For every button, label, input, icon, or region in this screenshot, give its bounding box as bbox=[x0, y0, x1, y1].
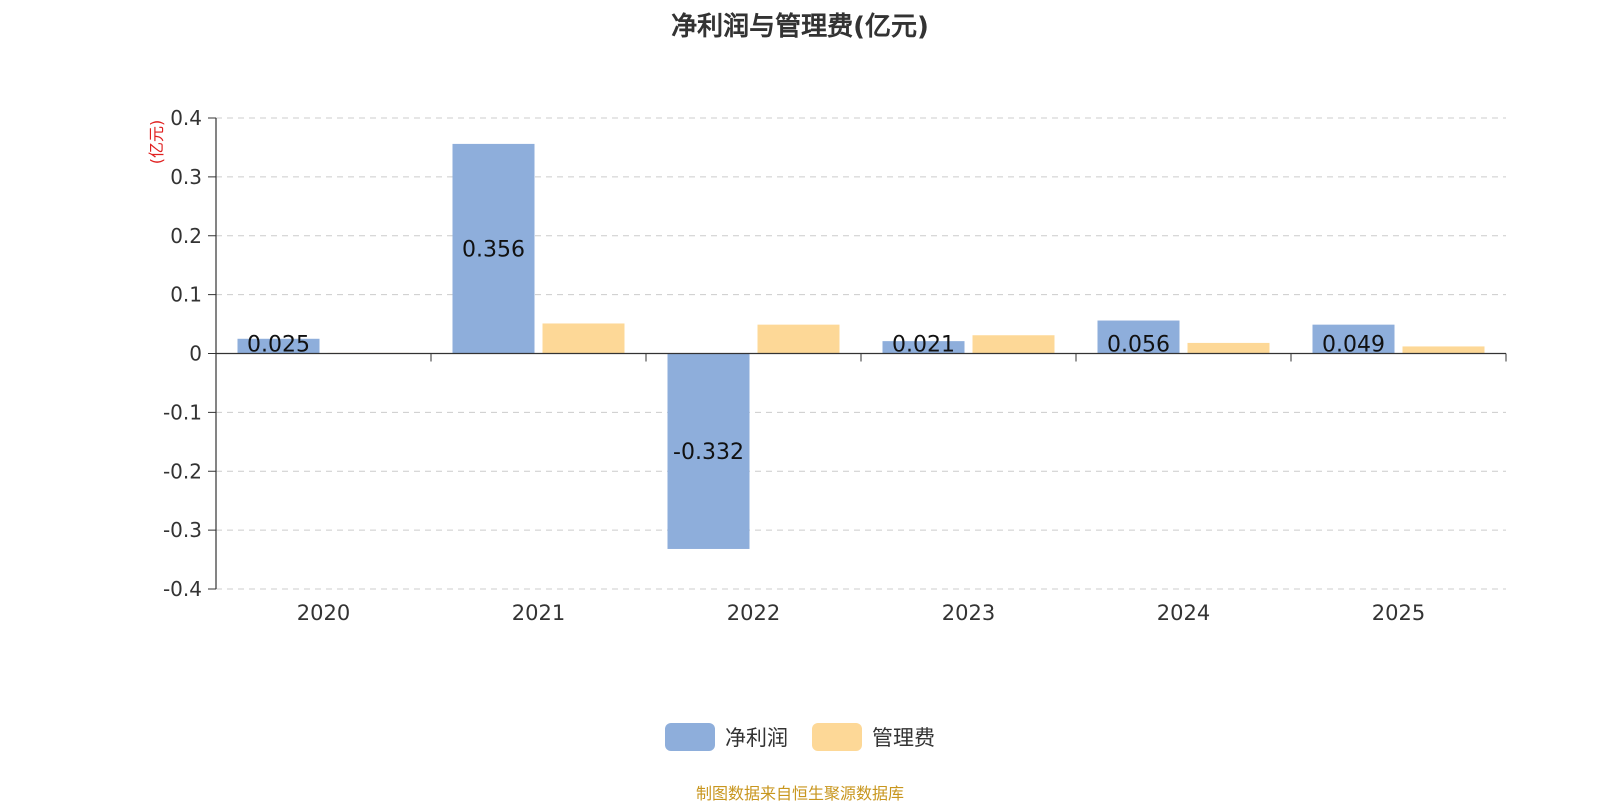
data-label-2022: -0.332 bbox=[673, 440, 744, 465]
y-tick-label: -0.1 bbox=[163, 400, 202, 424]
chart-title: 净利润与管理费(亿元) bbox=[671, 12, 929, 42]
data-labels: 0.025 0.356 -0.332 0.021 0.056 0.049 bbox=[247, 238, 1385, 466]
x-tick-label-2022: 2022 bbox=[727, 601, 780, 625]
y-tick-label: 0.3 bbox=[170, 165, 202, 189]
y-tick-label: -0.4 bbox=[163, 577, 202, 601]
data-label-2020: 0.025 bbox=[247, 333, 310, 358]
bar-admin-fee-2024 bbox=[1187, 342, 1270, 354]
y-tick-label: 0 bbox=[189, 342, 202, 366]
bar-net-profit-2023 bbox=[882, 341, 965, 354]
legend: 净利润 管理费 bbox=[0, 722, 1600, 752]
bar-admin-fee-2021 bbox=[542, 323, 625, 354]
data-label-2023: 0.021 bbox=[892, 333, 955, 358]
bar-net-profit-2020 bbox=[237, 338, 320, 354]
bar-net-profit-2024 bbox=[1097, 320, 1180, 354]
grid-lines bbox=[216, 117, 1506, 590]
legend-item-admin-fee[interactable]: 管理费 bbox=[812, 722, 935, 752]
bar-net-profit-2025 bbox=[1312, 324, 1395, 354]
bar-net-profit-2021 bbox=[452, 143, 535, 354]
y-tick-label: 0.2 bbox=[170, 224, 202, 248]
legend-label-net-profit: 净利润 bbox=[725, 726, 788, 750]
legend-label-admin-fee: 管理费 bbox=[872, 726, 935, 750]
bar-chart: 0.4 0.3 0.2 0.1 0 -0.1 -0.2 -0.3 -0.4 2020 2021 202… bbox=[147, 106, 1507, 625]
data-label-2025: 0.049 bbox=[1322, 333, 1385, 358]
y-tick-label: -0.3 bbox=[163, 518, 202, 542]
y-axis-unit-label: (亿元) bbox=[147, 120, 166, 165]
y-tick-label: -0.2 bbox=[163, 459, 202, 483]
bar-admin-fee-2022 bbox=[757, 324, 840, 354]
data-label-2024: 0.056 bbox=[1107, 333, 1170, 358]
legend-item-net-profit[interactable]: 净利润 bbox=[665, 722, 788, 752]
y-tick-label: 0.1 bbox=[170, 283, 202, 307]
bars bbox=[237, 143, 1485, 549]
axes: 0.4 0.3 0.2 0.1 0 -0.1 -0.2 -0.3 -0.4 2020 2021 202… bbox=[163, 106, 1507, 625]
data-label-2021: 0.356 bbox=[462, 238, 525, 263]
x-tick-label-2020: 2020 bbox=[297, 601, 350, 625]
bar-net-profit-2022 bbox=[667, 353, 750, 549]
x-tick-label-2023: 2023 bbox=[942, 601, 995, 625]
bar-admin-fee-2023 bbox=[972, 335, 1055, 354]
x-tick-label-2024: 2024 bbox=[1157, 601, 1210, 625]
data-source-note: 制图数据来自恒生聚源数据库 bbox=[695, 784, 904, 803]
x-tick-label-2021: 2021 bbox=[512, 601, 565, 625]
y-tick-label: 0.4 bbox=[170, 106, 202, 130]
legend-swatch-admin-fee bbox=[812, 723, 862, 751]
bar-admin-fee-2025 bbox=[1402, 346, 1485, 354]
legend-swatch-net-profit bbox=[665, 723, 715, 751]
x-tick-label-2025: 2025 bbox=[1372, 601, 1425, 625]
